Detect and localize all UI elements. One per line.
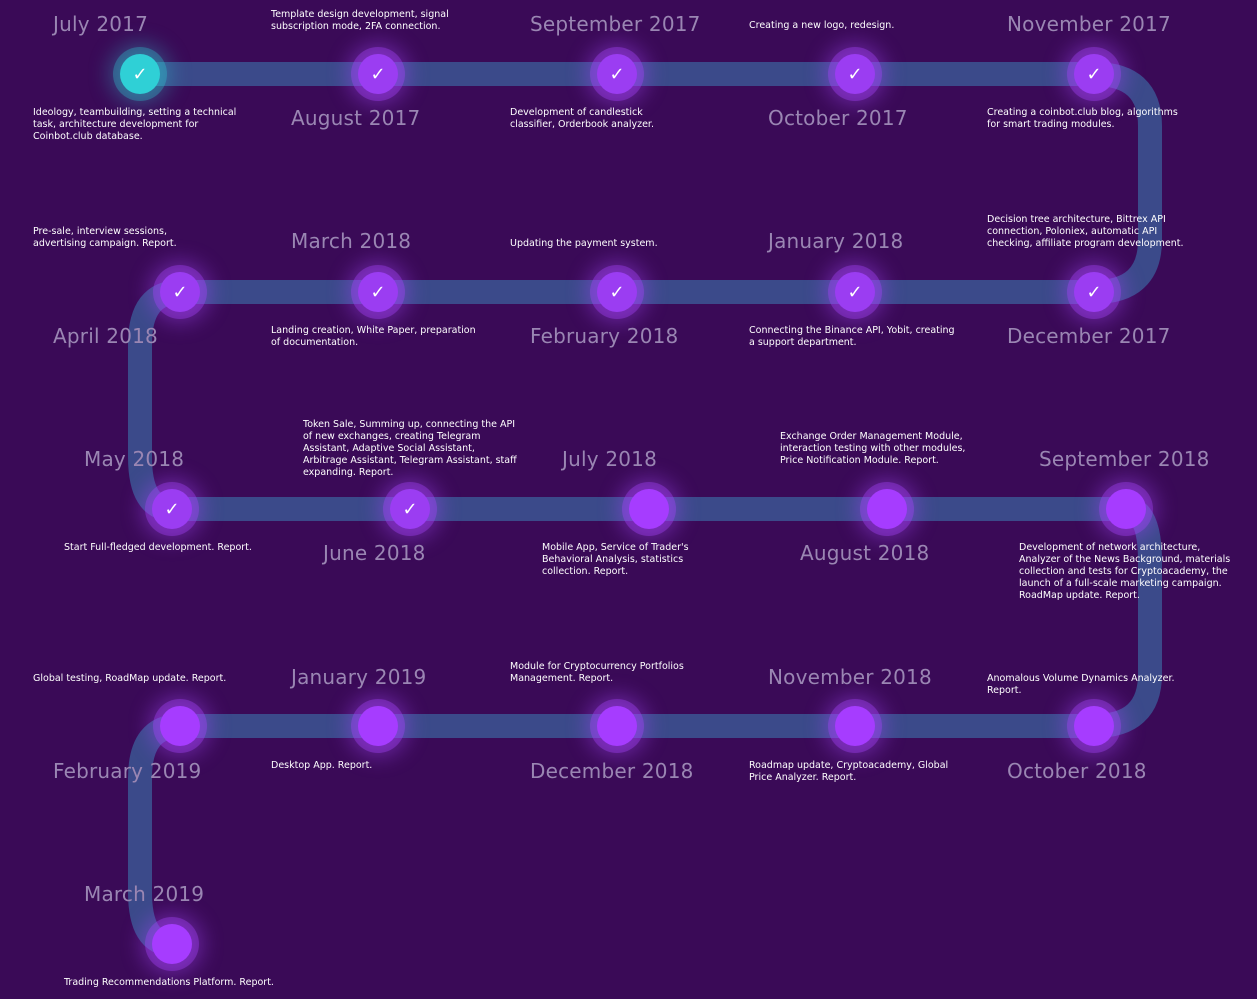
milestone-month: March 2018: [291, 229, 412, 253]
check-icon: ✓: [172, 281, 188, 303]
check-icon: ✓: [132, 63, 148, 85]
milestone-node: ✓: [358, 272, 398, 312]
milestone-node: [1074, 706, 1114, 746]
milestone-month: October 2017: [768, 106, 908, 130]
milestone-month: January 2019: [291, 665, 427, 689]
milestone-month: October 2018: [1007, 759, 1147, 783]
milestone-node: [160, 706, 200, 746]
milestone-node: ✓: [160, 272, 200, 312]
milestone-description: Roadmap update, Cryptoacademy, Global Pr…: [749, 760, 949, 783]
milestone-description: Anomalous Volume Dynamics Analyzer. Repo…: [987, 673, 1175, 696]
check-icon: ✓: [370, 63, 386, 85]
milestone-month: April 2018: [53, 324, 158, 348]
milestone-month: December 2018: [530, 759, 694, 783]
milestone-node: ✓: [120, 54, 160, 94]
milestone-node: ✓: [152, 489, 192, 529]
milestone-node: ✓: [597, 54, 637, 94]
milestone-month: July 2018: [562, 447, 658, 471]
milestone-description: Start Full-fledged development. Report.: [64, 542, 252, 553]
milestone-node: [152, 924, 192, 964]
check-icon: ✓: [609, 281, 625, 303]
milestone-description: Mobile App, Service of Trader's Behavior…: [542, 542, 689, 577]
milestone-description: Pre-sale, interview sessions, advertisin…: [33, 226, 177, 249]
check-icon: ✓: [609, 63, 625, 85]
milestone-description: Trading Recommendations Platform. Report…: [64, 977, 274, 988]
milestone-description: Landing creation, White Paper, preparati…: [271, 325, 476, 348]
milestone-month: August 2018: [800, 541, 930, 565]
milestone-node: ✓: [358, 54, 398, 94]
milestone-month: July 2017: [53, 12, 149, 36]
check-icon: ✓: [847, 63, 863, 85]
milestone-node: [358, 706, 398, 746]
milestone-month: February 2018: [530, 324, 679, 348]
milestone-month: May 2018: [84, 447, 185, 471]
milestone-description: Template design development, signal subs…: [271, 9, 449, 32]
milestone-description: Updating the payment system.: [510, 238, 658, 249]
milestone-month: January 2018: [768, 229, 904, 253]
milestone-month: August 2017: [291, 106, 421, 130]
milestone-node: [629, 489, 669, 529]
check-icon: ✓: [402, 498, 418, 520]
milestone-description: Creating a new logo, redesign.: [749, 20, 895, 31]
milestone-description: Module for Cryptocurrency Portfolios Man…: [510, 661, 684, 684]
milestone-month: December 2017: [1007, 324, 1171, 348]
milestone-node: [867, 489, 907, 529]
milestone-node: ✓: [835, 54, 875, 94]
check-icon: ✓: [847, 281, 863, 303]
milestone-month: June 2018: [323, 541, 426, 565]
milestone-month: March 2019: [84, 882, 205, 906]
milestone-month: February 2019: [53, 759, 202, 783]
milestone-month: November 2017: [1007, 12, 1171, 36]
milestone-month: September 2018: [1039, 447, 1210, 471]
milestone-description: Desktop App. Report.: [271, 760, 373, 771]
milestone-description: Exchange Order Management Module, intera…: [780, 431, 966, 466]
milestone-description: Connecting the Binance API, Yobit, creat…: [749, 325, 955, 348]
milestone-node: ✓: [390, 489, 430, 529]
milestone-description: Development of network architecture, Ana…: [1019, 542, 1231, 601]
milestone-month: November 2018: [768, 665, 932, 689]
milestone-description: Token Sale, Summing up, connecting the A…: [303, 419, 517, 478]
milestone-node: [835, 706, 875, 746]
check-icon: ✓: [1086, 281, 1102, 303]
milestone-node: ✓: [1074, 272, 1114, 312]
check-icon: ✓: [370, 281, 386, 303]
milestone-description: Decision tree architecture, Bittrex API …: [987, 214, 1184, 249]
milestone-description: Creating a coinbot.club blog, algorithms…: [987, 107, 1178, 130]
milestone-month: September 2017: [530, 12, 701, 36]
milestone-node: [1106, 489, 1146, 529]
milestone-node: ✓: [835, 272, 875, 312]
milestone-node: ✓: [597, 272, 637, 312]
milestone-description: Development of candlestick classifier, O…: [510, 107, 654, 130]
check-icon: ✓: [1086, 63, 1102, 85]
check-icon: ✓: [164, 498, 180, 520]
milestone-description: Global testing, RoadMap update. Report.: [33, 673, 227, 684]
milestone-node: [597, 706, 637, 746]
milestone-node: ✓: [1074, 54, 1114, 94]
milestone-description: Ideology, teambuilding, setting a techni…: [33, 107, 237, 142]
